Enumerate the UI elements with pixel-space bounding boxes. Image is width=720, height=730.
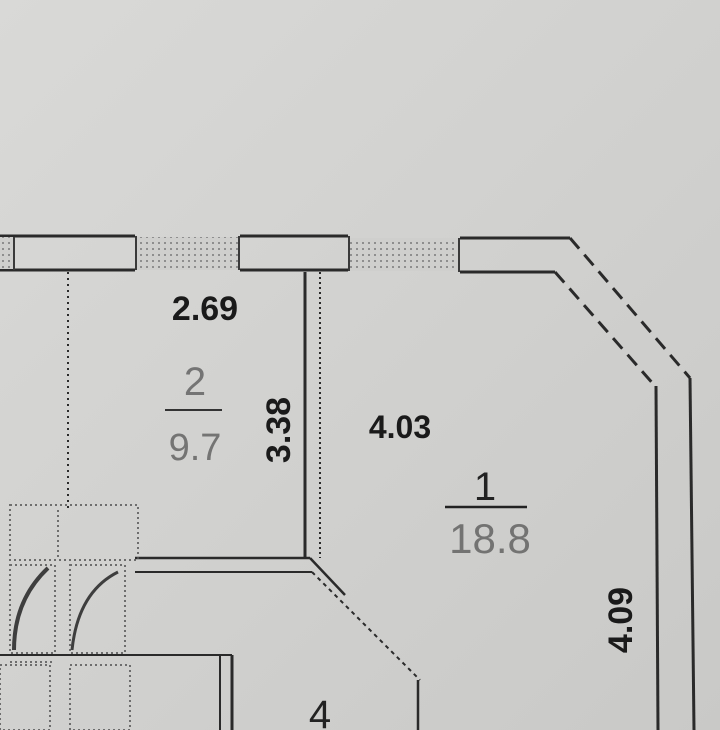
dimension-right-wall: 4.09 — [602, 587, 640, 653]
room-2-area: 9.7 — [169, 427, 222, 469]
room-1-area: 18.8 — [449, 515, 531, 562]
top-wall — [0, 234, 570, 274]
room-1-label: 1 18.8 — [445, 465, 531, 562]
room-4-number: 4 — [309, 693, 331, 730]
window-segments — [0, 236, 460, 272]
dimension-room2-height: 3.38 — [260, 397, 298, 463]
room-2-number: 2 — [184, 360, 206, 404]
window-left — [0, 237, 14, 269]
window-middle — [136, 237, 239, 270]
room-1-number: 1 — [474, 465, 496, 509]
bay-wall — [553, 237, 696, 730]
bathroom-fixtures — [0, 504, 139, 730]
dimension-room1-width: 4.03 — [369, 409, 431, 445]
dimension-top-width: 2.69 — [172, 290, 238, 328]
room-2-label: 2 9.7 — [165, 360, 222, 469]
interior-walls — [0, 272, 421, 730]
window-right — [349, 238, 459, 271]
